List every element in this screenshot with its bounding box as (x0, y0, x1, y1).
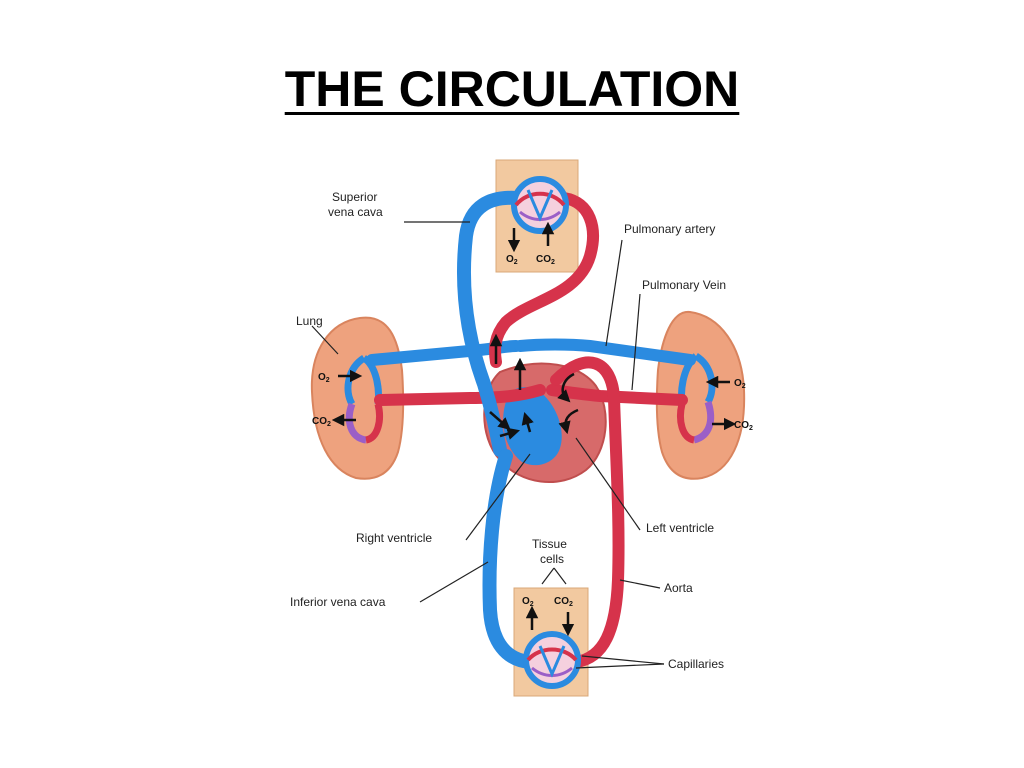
svg-text:CO2: CO2 (734, 420, 753, 432)
svg-text:CO2: CO2 (312, 416, 331, 428)
label-tissue-cells-1: Tissue (532, 537, 567, 551)
svg-text:O2: O2 (506, 254, 518, 266)
slide-title: THE CIRCULATION (284, 61, 740, 117)
svg-text:O2: O2 (522, 596, 534, 608)
pulmonary-veins (374, 384, 688, 406)
left-lung-co2-label: CO (312, 416, 327, 427)
right-lung-co2-label: CO (734, 420, 749, 431)
svg-text:O2: O2 (318, 372, 330, 384)
upper-capillary-bed (511, 176, 569, 234)
upper-o2-label: O (506, 254, 514, 265)
svg-text:CO2: CO2 (554, 596, 573, 608)
left-lung-gas-arrows (331, 369, 363, 427)
label-inferior-vena-cava: Inferior vena cava (290, 595, 386, 609)
aorta (550, 356, 625, 668)
pulmonary-arteries (366, 338, 696, 366)
lower-gas-arrows (525, 605, 575, 637)
label-capillaries: Capillaries (668, 657, 724, 671)
label-superior-vena-cava-2: vena cava (328, 205, 383, 219)
right-lung-gas-arrows (705, 375, 737, 431)
inferior-vena-cava (482, 449, 537, 669)
label-aorta: Aorta (664, 581, 693, 595)
left-lung-o2-label: O (318, 372, 326, 383)
label-right-ventricle: Right ventricle (356, 531, 432, 545)
svg-text:O2: O2 (734, 378, 746, 390)
upper-gas-arrows (507, 221, 555, 253)
label-left-ventricle: Left ventricle (646, 521, 714, 535)
lower-capillary-bed (523, 631, 581, 689)
label-lung: Lung (296, 314, 323, 328)
label-pulmonary-vein: Pulmonary Vein (642, 278, 726, 292)
label-superior-vena-cava-1: Superior (332, 190, 377, 204)
label-tissue-cells-2: cells (540, 552, 564, 566)
right-heart-chamber (503, 387, 562, 466)
label-pulmonary-artery: Pulmonary artery (624, 222, 715, 236)
flow-arrows (489, 333, 579, 440)
upper-co2-label: CO (536, 254, 551, 265)
svg-text:CO2: CO2 (536, 254, 555, 266)
lower-o2-label: O (522, 596, 530, 607)
lower-co2-label: CO (554, 596, 569, 607)
leader-lines (311, 221, 665, 669)
right-lung-o2-label: O (734, 378, 742, 389)
